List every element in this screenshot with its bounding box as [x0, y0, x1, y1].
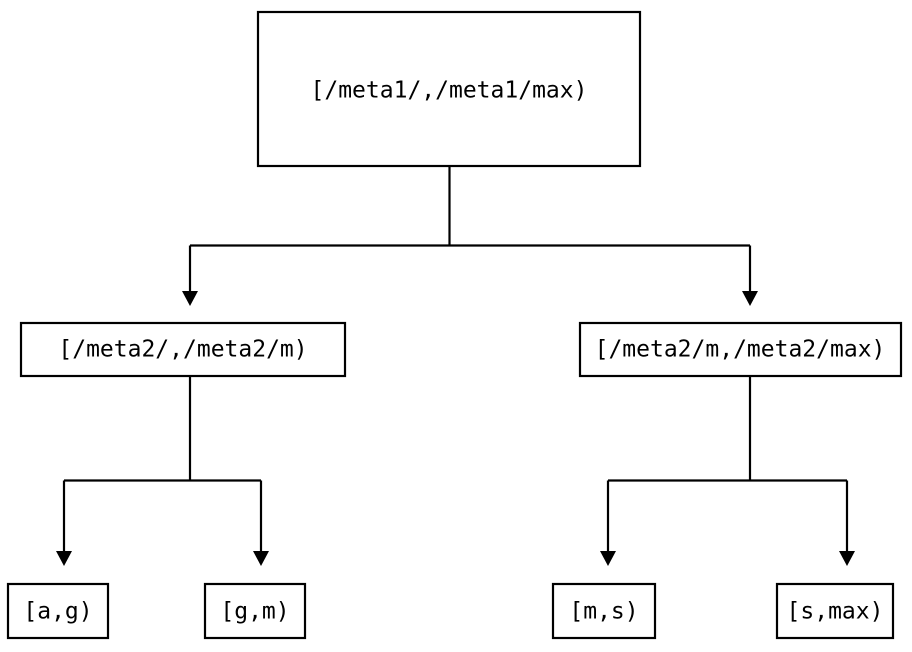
node-leaf-2[interactable]: [g,m) [203, 582, 307, 640]
node-leaf-3-box[interactable] [551, 582, 657, 640]
edge-group-root-to-mid [182, 166, 758, 306]
edge-group-mid-right-to-leaves [600, 376, 855, 566]
node-leaf-4-box[interactable] [775, 582, 895, 640]
arrowhead-mid-right-to-leaf4 [839, 551, 855, 566]
node-mid-left-label: [/meta2/,/meta2/m) [58, 337, 307, 363]
arrowhead-mid-left-to-leaf1 [56, 551, 72, 566]
node-leaf-1-label: [a,g) [23, 599, 92, 625]
arrowhead-root-to-mid-left [182, 291, 198, 306]
edge-group-mid-left-to-leaves [56, 376, 269, 566]
node-leaf-4[interactable]: [s,max) [775, 582, 895, 640]
node-leaf-3-label: [m,s) [569, 599, 638, 625]
node-leaf-1-box[interactable] [6, 582, 110, 640]
node-leaf-2-label: [g,m) [220, 599, 289, 625]
node-mid-right[interactable]: [/meta2/m,/meta2/max) [578, 321, 903, 378]
node-mid-right-label: [/meta2/m,/meta2/max) [595, 337, 886, 363]
node-leaf-4-label: [s,max) [787, 599, 884, 625]
node-mid-left-box[interactable] [19, 321, 347, 378]
node-leaf-1[interactable]: [a,g) [6, 582, 110, 640]
node-mid-left[interactable]: [/meta2/,/meta2/m) [19, 321, 347, 378]
node-root-box[interactable] [256, 10, 642, 168]
node-leaf-2-box[interactable] [203, 582, 307, 640]
node-mid-right-box[interactable] [578, 321, 903, 378]
node-leaf-3[interactable]: [m,s) [551, 582, 657, 640]
arrowhead-root-to-mid-right [742, 291, 758, 306]
arrowhead-mid-right-to-leaf3 [600, 551, 616, 566]
arrowhead-mid-left-to-leaf2 [253, 551, 269, 566]
node-root[interactable]: [/meta1/,/meta1/max) [256, 10, 642, 168]
node-root-label: [/meta1/,/meta1/max) [311, 78, 588, 104]
